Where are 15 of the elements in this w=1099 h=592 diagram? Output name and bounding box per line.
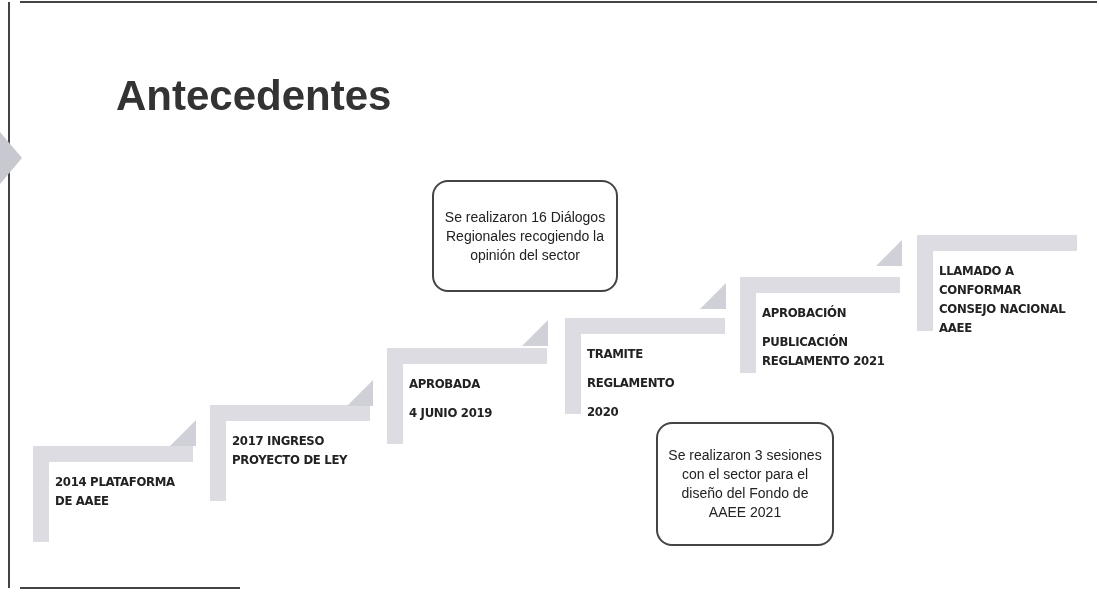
step-label: 2014 PLATAFORMA DE AAEE [55, 473, 176, 510]
step-label: APROBADA [409, 375, 481, 393]
step-label: LLAMADO A CONFORMAR CONSEJO NACIONAL AAEE [939, 262, 1067, 337]
callout-text: Se realizaron 16 Diálogos Regionales recogiendo la opinión del sector [444, 207, 606, 265]
step-label: 2017 INGRESO PROYECTO DE LEY [232, 432, 349, 469]
callout-text: Se realizaron 3 sesiones con el sector para el diseño del Fondo de AAEE 2021 [668, 446, 822, 522]
callout-box [432, 180, 618, 292]
slide-title: Antecedentes [116, 72, 392, 120]
step-label: 4 JUNIO 2019 [409, 404, 494, 422]
step-label: 2020 [587, 403, 620, 421]
step-label: REGLAMENTO [587, 374, 676, 392]
step-label: TRAMITE [587, 345, 644, 363]
step-label: PUBLICACIÓN REGLAMENTO 2021 [762, 333, 886, 370]
callout-box [656, 422, 834, 546]
step-label: APROBACIÓN [762, 304, 848, 322]
